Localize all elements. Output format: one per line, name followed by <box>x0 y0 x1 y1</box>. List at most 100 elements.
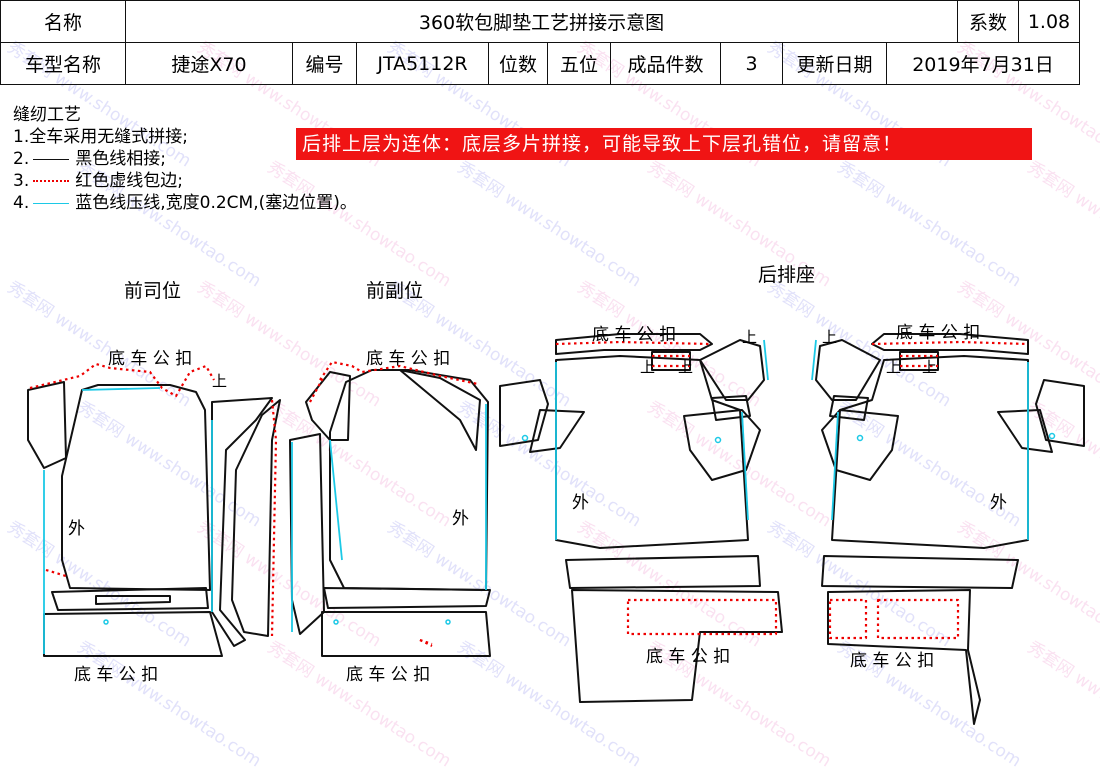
header-table: 名称 360软包脚垫工艺拼接示意图 系数 1.08 车型名称 捷途X70 编号 … <box>0 0 1080 85</box>
note-number: 2. <box>13 149 30 169</box>
hole-marker <box>103 619 109 625</box>
rear-left-lower-red-box <box>626 598 778 636</box>
passenger-upper-left-piece <box>305 371 351 441</box>
rear-left-clip-red-edge <box>652 354 690 368</box>
code-value: JTA5112R <box>356 42 489 85</box>
passenger-bottom-strip-2 <box>321 611 491 657</box>
passenger-main-mat <box>329 369 489 591</box>
passenger-mat-pieces <box>289 369 491 657</box>
fastener-label: 底 车 公 扣 <box>74 665 159 685</box>
rear-right-top-strip <box>871 333 1029 355</box>
driver-left-red-edge <box>45 568 67 578</box>
rear-left-top-strip <box>555 333 713 355</box>
driver-left-strip <box>27 381 67 469</box>
driver-bottom-strip-1 <box>51 587 209 611</box>
note-item-4: 4. 蓝色线压线,宽度0.2CM,(塞边位置)。 <box>13 192 357 214</box>
fastener-label: 底 车 公 扣 <box>896 323 981 343</box>
driver-right-piece <box>231 399 281 637</box>
red-dotted-line-sample <box>33 180 70 182</box>
rear-right-lower-plate <box>827 589 981 725</box>
rear-left-blue-stitch-right <box>741 411 749 521</box>
passenger-left-strip <box>289 433 325 635</box>
blue-line-sample <box>33 202 70 204</box>
note-text: 蓝色线压线,宽度0.2CM,(塞边位置)。 <box>75 193 357 213</box>
fastener-label: 底 车 公 扣 <box>592 325 677 345</box>
section-title-passenger: 前副位 <box>366 280 424 302</box>
rear-left-mat-pieces <box>499 333 783 703</box>
rear-right-blue-stitch-left <box>831 411 839 521</box>
hole-marker <box>445 619 451 625</box>
fastener-label: 底 车 公 扣 <box>646 647 731 667</box>
driver-curved-piece <box>211 397 273 647</box>
outer-label: 外 <box>572 493 589 513</box>
up-marker: 上 <box>678 358 694 376</box>
fastener-label: 底 车 公 扣 <box>850 651 935 671</box>
note-number: 4. <box>13 193 30 213</box>
driver-right-red-edge <box>270 399 278 637</box>
fastener-label: 底 车 公 扣 <box>366 349 451 369</box>
hole-marker <box>521 434 529 442</box>
rear-right-lower-red-box-1 <box>828 598 868 640</box>
rear-right-top-red-edge <box>871 340 1029 346</box>
note-item-2: 2. 黑色线相接; <box>13 148 357 170</box>
rear-left-wing <box>529 409 585 453</box>
passenger-bottom-strip-1 <box>323 587 491 609</box>
date-value: 2019年7月31日 <box>886 42 1080 85</box>
up-marker: 上 <box>212 372 228 390</box>
rear-right-wing <box>997 409 1053 453</box>
rear-right-tunnel-piece <box>821 409 899 481</box>
passenger-bottom-red-mark <box>419 639 433 647</box>
rear-left-main-mat <box>555 355 749 549</box>
rear-left-center-clip <box>651 351 691 371</box>
notes-title: 缝纫工艺 <box>13 105 81 125</box>
rear-left-lower-plate <box>571 589 783 703</box>
section-title-rear: 后排座 <box>758 264 816 286</box>
note-item-3: 3. 红色虚线包边; <box>13 170 357 192</box>
rear-right-lower-strip <box>821 555 1019 589</box>
driver-main-mat <box>61 384 211 591</box>
outer-label: 外 <box>68 519 85 539</box>
passenger-left-red-edge <box>309 375 325 403</box>
outer-label: 外 <box>990 493 1007 513</box>
up-marker: 上 <box>640 358 656 376</box>
rear-left-inner-piece <box>711 395 751 421</box>
rear-left-blue-stitch-top <box>763 339 769 381</box>
hole-marker <box>333 619 339 625</box>
rear-right-mat-pieces <box>815 333 1085 725</box>
rear-right-center-clip <box>899 351 939 371</box>
name-label: 名称 <box>0 0 126 43</box>
rear-left-tunnel-upper <box>699 339 765 401</box>
rear-right-blue-stitch-top <box>811 339 817 381</box>
up-marker: 上 <box>742 328 758 346</box>
drawing-title: 360软包脚垫工艺拼接示意图 <box>125 0 958 43</box>
driver-bottom-strip-2 <box>43 611 223 657</box>
driver-top-red-edge <box>29 362 215 398</box>
pieces-label: 成品件数 <box>610 42 721 85</box>
fastener-label: 底 车 公 扣 <box>346 665 431 685</box>
rear-right-clip-red-edge <box>900 354 938 368</box>
note-text: 黑色线相接; <box>75 149 166 169</box>
pattern-drawing <box>27 333 1085 725</box>
seats-value: 五位 <box>547 42 611 85</box>
warning-banner: 后排上层为连体：底层多片拼接，可能导致上下层孔错位，请留意！ <box>296 128 1032 160</box>
up-marker: 上 <box>886 358 902 376</box>
pieces-value: 3 <box>720 42 783 85</box>
rear-right-tunnel-upper <box>815 339 881 401</box>
driver-blue-stitch-top <box>81 387 161 391</box>
coef-value: 1.08 <box>1018 0 1080 43</box>
outer-label: 外 <box>452 509 469 529</box>
rear-left-lower-strip <box>565 555 761 589</box>
passenger-blue-stitch-curve <box>329 439 343 561</box>
passenger-right-curved <box>399 369 481 451</box>
rear-left-small-flap <box>499 379 549 447</box>
rear-right-inner-piece <box>829 395 869 421</box>
rear-right-small-flap <box>1035 379 1085 447</box>
up-marker: 上 <box>922 358 938 376</box>
rear-right-main-mat <box>831 355 1029 549</box>
date-label: 更新日期 <box>782 42 887 85</box>
note-number: 3. <box>13 171 30 191</box>
up-marker: 上 <box>822 328 838 346</box>
code-label: 编号 <box>292 42 357 85</box>
driver-mat-pieces <box>27 381 281 657</box>
